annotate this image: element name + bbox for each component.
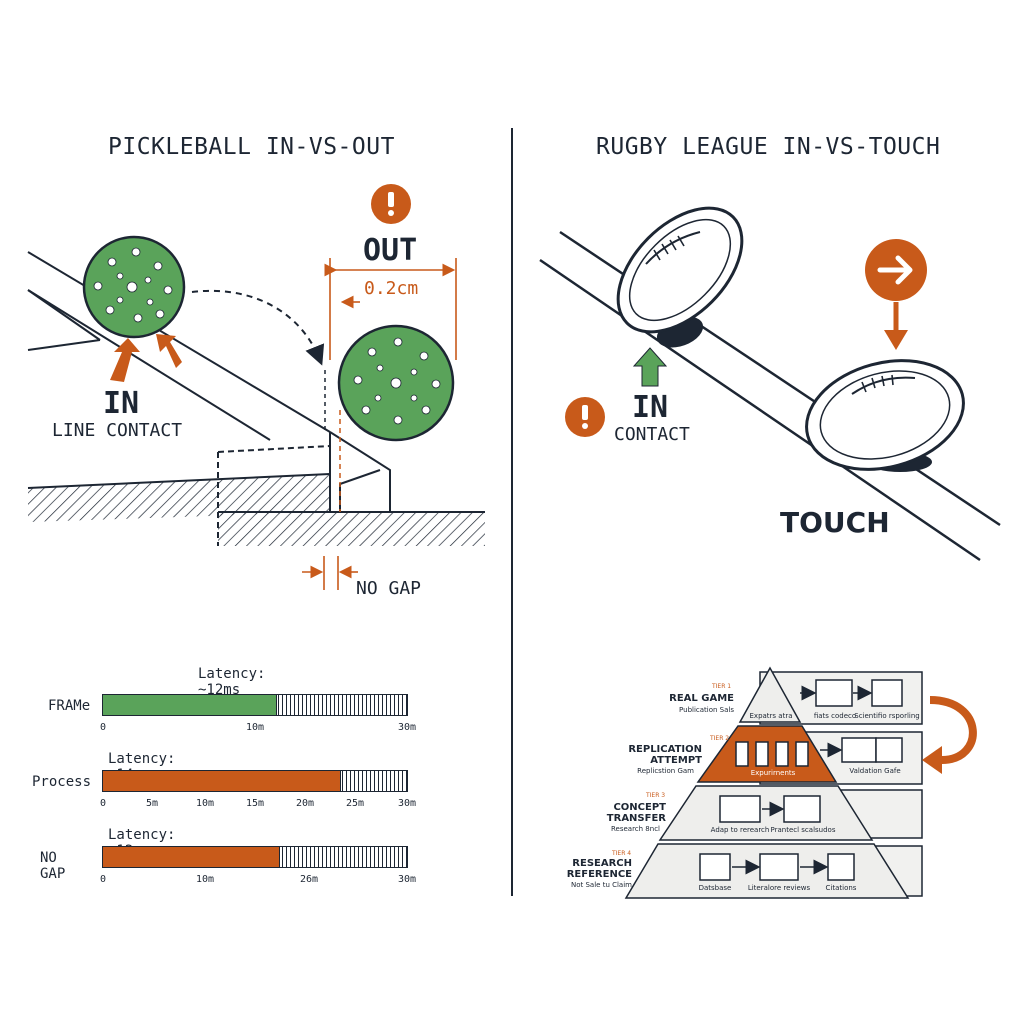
tick-label: 30m	[398, 874, 417, 885]
tier-name: TRANSFER	[606, 813, 666, 824]
tier-number: TIER 1	[712, 683, 732, 690]
tier-caption: Valdation Gafe	[849, 767, 901, 775]
tier-caption: Prantecl scalsudos	[770, 826, 836, 834]
tier-caption: Expurirnents	[750, 769, 796, 777]
tier-subtitle: Replicstion Gam	[637, 767, 694, 775]
tier-caption: fiats codeco	[813, 712, 857, 720]
tick-label: 26m	[300, 874, 319, 885]
tier-name: ATTEMPT	[650, 755, 702, 766]
alert-icon	[565, 397, 605, 437]
out-label: OUT	[363, 233, 418, 268]
in-label: IN	[103, 386, 140, 421]
rugby-title: RUGBY LEAGUE IN-VS-TOUCH	[596, 134, 941, 160]
trajectory-arrow	[191, 289, 325, 366]
tier-caption: Citations	[825, 884, 857, 892]
bar-label: FRAMe	[48, 698, 91, 714]
tick-label: 10m	[196, 798, 215, 809]
tier-subtitle: Not Sale tu Claim	[571, 881, 632, 889]
tick-label: 0	[100, 798, 107, 809]
right-arrow-icon	[865, 239, 927, 301]
tier-caption: Datsbase	[698, 884, 732, 892]
bar-label: Process	[32, 774, 92, 790]
tick-label: 0	[100, 722, 107, 733]
no-gap-label: NO GAP	[356, 578, 422, 599]
in-arrows	[110, 334, 182, 382]
ball-out	[337, 324, 455, 442]
tier-caption: Adap to rerearch	[710, 826, 770, 834]
tier-name: REFERENCE	[566, 869, 632, 880]
tier-subtitle: Research 8ncl	[610, 825, 660, 833]
tick-label: 0	[100, 874, 107, 885]
tier-name: REAL GAME	[669, 693, 734, 704]
bar-label: NO GAP	[40, 850, 66, 882]
latency-bar	[102, 770, 408, 792]
tier-number: TIER 3	[646, 792, 666, 799]
contact-label: CONTACT	[614, 424, 690, 445]
tier-caption: Scientifio rsporling	[854, 712, 920, 720]
measurement-arrows	[302, 258, 457, 590]
tier-caption: Literalore reviews	[747, 884, 811, 892]
tier-name: REPLICATION	[628, 744, 702, 755]
alert-icon	[371, 184, 411, 224]
latency-bar	[102, 694, 408, 716]
tick-label: 10m	[246, 722, 265, 733]
tick-label: 25m	[346, 798, 365, 809]
tick-label: 20m	[296, 798, 315, 809]
measure-label: 0.2cm	[364, 278, 419, 299]
tick-label: 10m	[196, 874, 215, 885]
tier-caption: Expatrs atra	[749, 712, 793, 720]
pyramid	[624, 666, 923, 899]
latency-bar-fill	[103, 847, 281, 867]
tier-number: TIER 2	[710, 735, 730, 742]
tick-label: 5m	[146, 798, 159, 809]
touch-label: TOUCH	[780, 506, 890, 539]
tier-subtitle: Publication Sals	[679, 706, 734, 714]
tier-number: TIER 4	[612, 850, 632, 857]
rugby-ball-touch	[805, 359, 965, 472]
ball-in	[82, 235, 186, 339]
pickleball-court	[27, 251, 485, 546]
latency-bar-fill	[103, 695, 278, 715]
tier-name: RESEARCH	[572, 858, 632, 869]
down-arrow-icon	[884, 302, 908, 350]
rugby-in-label: IN	[632, 390, 669, 425]
latency-bar	[102, 846, 408, 868]
line-contact-label: LINE CONTACT	[52, 420, 183, 441]
tick-label: 30m	[398, 798, 417, 809]
tick-label: 15m	[246, 798, 265, 809]
latency-bar-fill	[103, 771, 342, 791]
rugby-ball-in	[616, 206, 744, 348]
up-arrow-icon	[632, 347, 668, 387]
pickleball-title: PICKLEBALL IN-VS-OUT	[108, 134, 395, 160]
cycle-arrow-icon	[929, 696, 977, 764]
tier-name: CONCEPT	[613, 802, 666, 813]
tick-label: 30m	[398, 722, 417, 733]
